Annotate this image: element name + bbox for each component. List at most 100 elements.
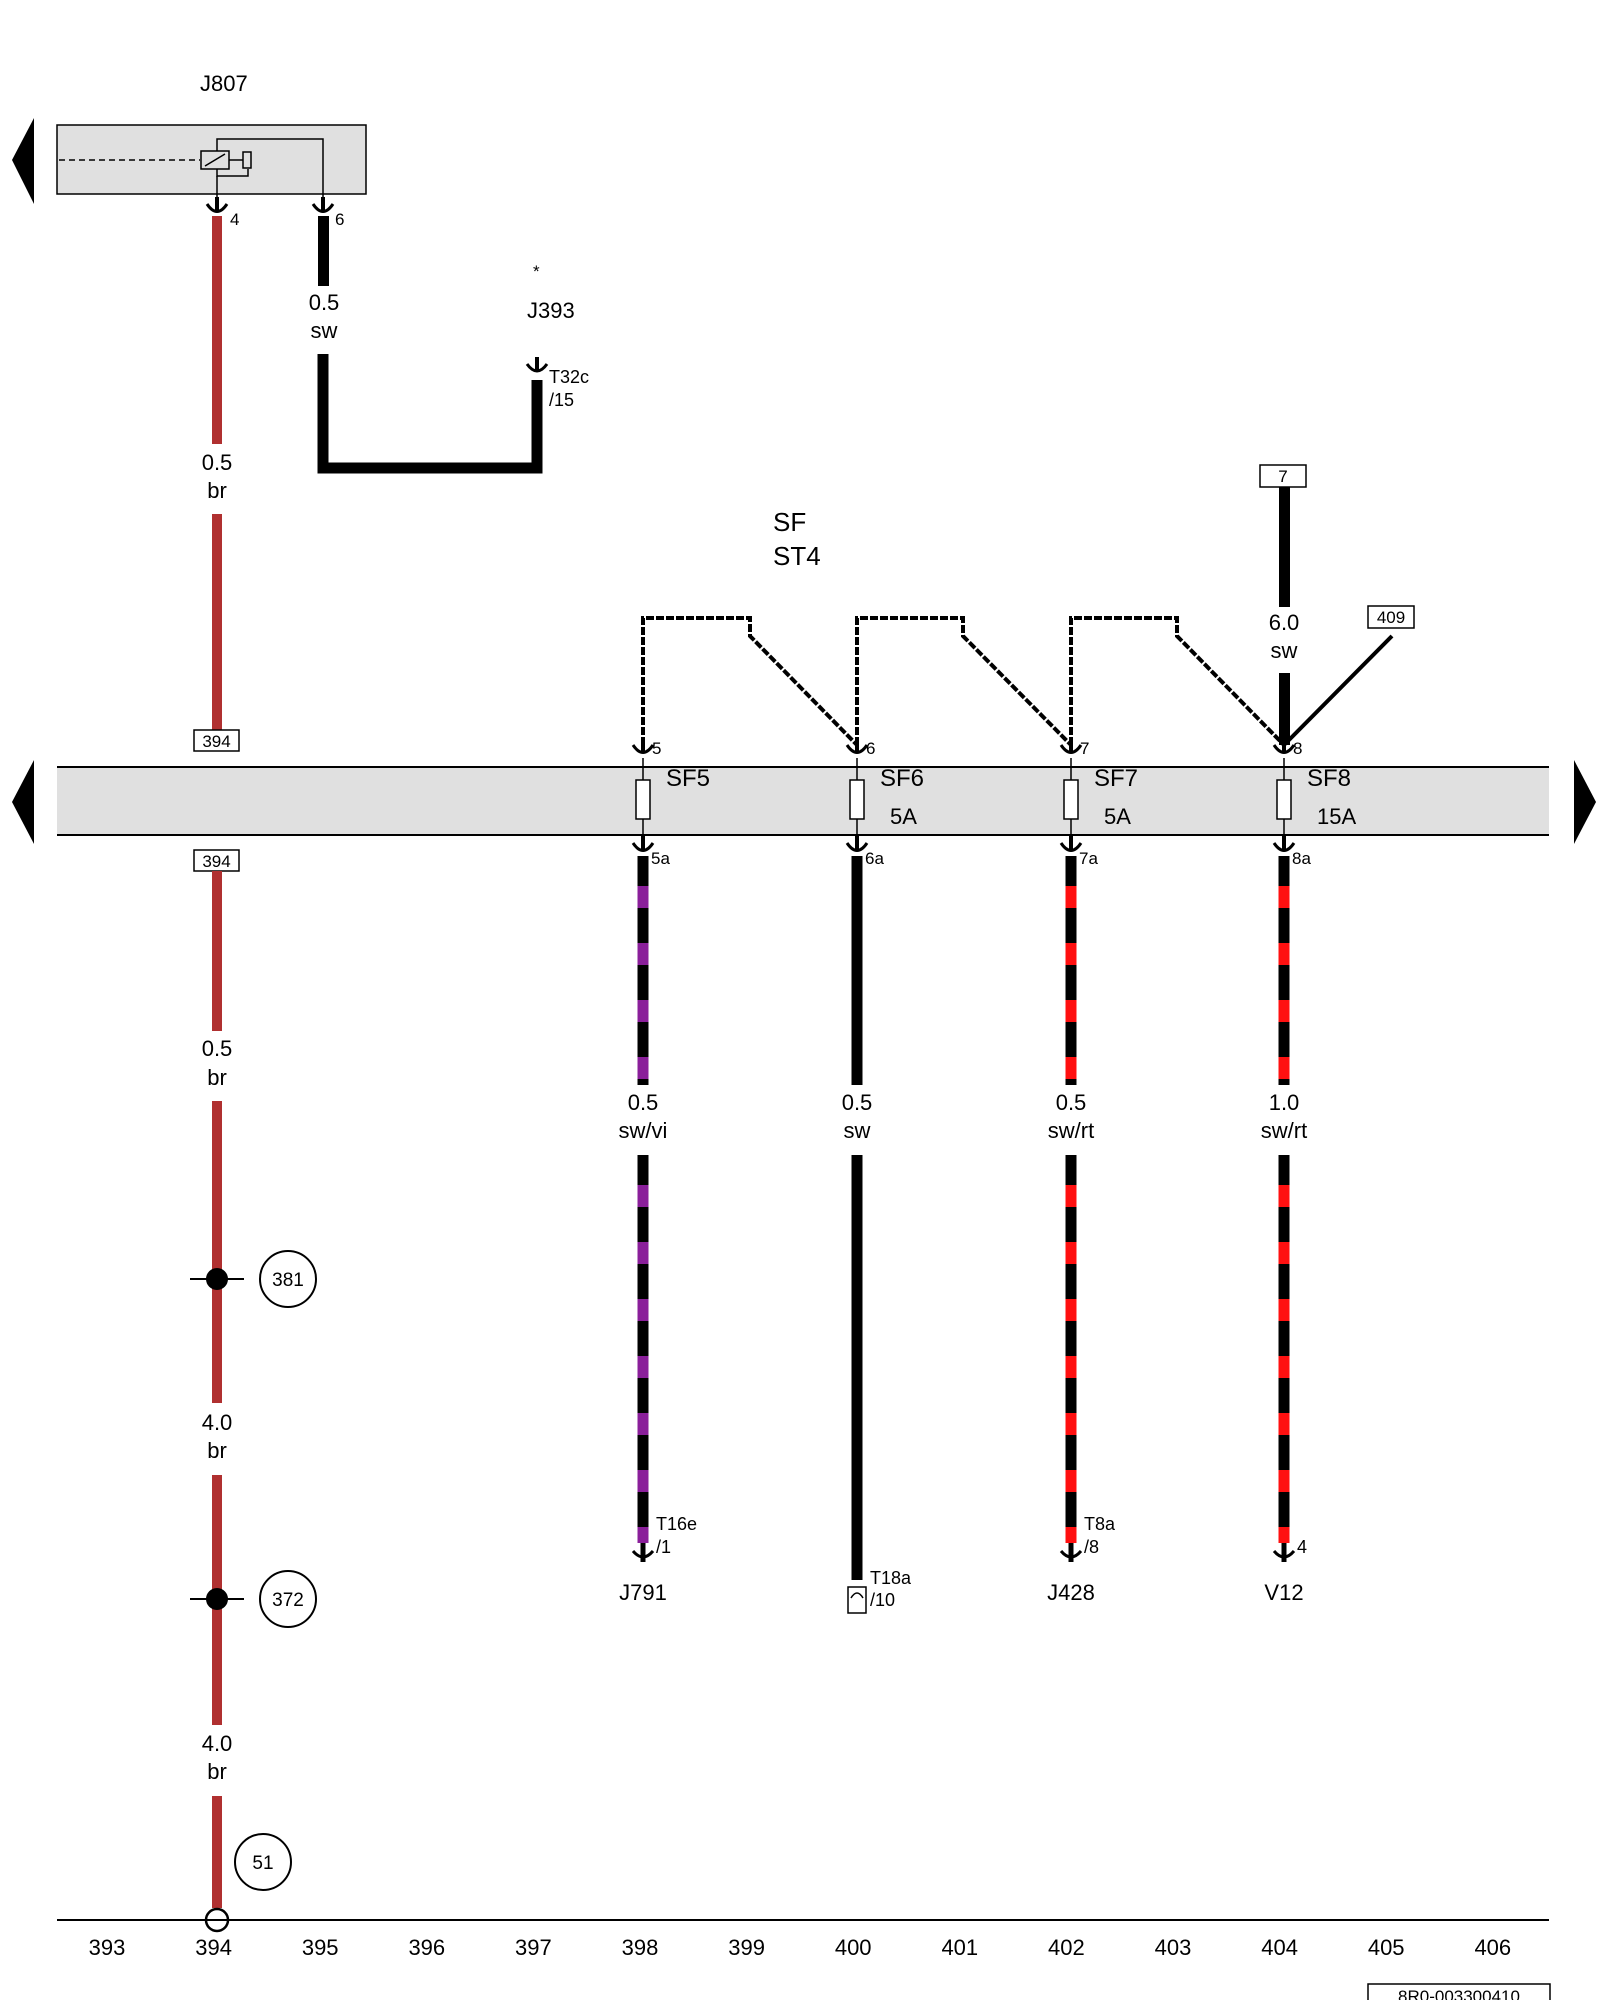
component-label: J791 bbox=[619, 1580, 667, 1605]
wire-color-label: br bbox=[207, 1438, 227, 1463]
pin-connector-icon bbox=[1272, 738, 1296, 754]
fuse-out-pin: 8a bbox=[1292, 849, 1311, 868]
junction-dot-icon bbox=[206, 1588, 228, 1610]
fuse-in-pin: 7 bbox=[1080, 739, 1089, 758]
fuse-name: SF6 bbox=[880, 765, 924, 792]
fuse-rating: 15A bbox=[1317, 804, 1356, 829]
fuse-in-pin: 5 bbox=[652, 739, 661, 758]
wire-size-label: 0.5 bbox=[309, 290, 340, 315]
left-arrow-icon bbox=[12, 760, 34, 844]
pin-connector-icon bbox=[631, 1543, 655, 1562]
relay-icon bbox=[200, 138, 324, 200]
wire-color-label: br bbox=[207, 478, 227, 503]
j807-pin-6: 6 bbox=[335, 210, 344, 229]
fuse-in-pin: 8 bbox=[1293, 739, 1302, 758]
fuse-out-pin: 6a bbox=[865, 849, 884, 868]
pin-connector-icon bbox=[525, 357, 549, 373]
pin-connector-icon bbox=[205, 197, 229, 213]
wire-brown-top-lower bbox=[212, 514, 222, 730]
junction-372-circle bbox=[259, 1570, 317, 1628]
wire-brown-bottom-segment bbox=[212, 1796, 222, 1908]
scale-label: 401 bbox=[941, 1935, 978, 1960]
reference-394-top: 394 bbox=[202, 732, 230, 751]
connector-label: T18a bbox=[870, 1568, 912, 1588]
wire-feed-lower bbox=[1279, 673, 1290, 745]
connector-pin-label: /1 bbox=[656, 1537, 671, 1557]
junction-dot-icon bbox=[206, 1268, 228, 1290]
scale-label: 399 bbox=[728, 1935, 765, 1960]
wire-size-label: 4.0 bbox=[202, 1731, 233, 1756]
wire-feed-upper bbox=[1279, 487, 1290, 607]
scale-label: 393 bbox=[89, 1935, 126, 1960]
reference-7: 7 bbox=[1278, 467, 1287, 486]
left-arrow-icon bbox=[12, 118, 34, 204]
wire-color-label: sw/vi bbox=[619, 1118, 668, 1143]
wire-upper-segment bbox=[1065, 856, 1077, 1085]
wire-size-label: 0.5 bbox=[842, 1090, 873, 1115]
reference-394-bottom: 394 bbox=[202, 852, 230, 871]
wire-lower-segment bbox=[1278, 1155, 1290, 1543]
pin-connector-icon bbox=[1059, 738, 1083, 754]
wire-color-label: sw bbox=[844, 1118, 871, 1143]
connector-pin-label: /8 bbox=[1084, 1537, 1099, 1557]
wire-lower-segment bbox=[637, 1155, 649, 1543]
wire-upper-segment bbox=[1278, 856, 1290, 1085]
ground-51: 51 bbox=[252, 1853, 273, 1874]
wire-brown-top-upper bbox=[212, 216, 222, 444]
wire-upper-segment bbox=[851, 856, 863, 1085]
pin-connector-icon bbox=[631, 836, 655, 852]
wire-color-label: sw/rt bbox=[1261, 1118, 1307, 1143]
right-arrow-icon bbox=[1574, 760, 1596, 844]
wire-lower-segment bbox=[851, 1155, 863, 1580]
scale-label: 396 bbox=[408, 1935, 445, 1960]
component-label: J428 bbox=[1047, 1580, 1095, 1605]
fuse-in-pin: 6 bbox=[866, 739, 875, 758]
fuse-columns: 5SF55a0.5sw/viT16e/1J7916SF65A6a0.5swT18… bbox=[619, 738, 1356, 1614]
scale-label: 394 bbox=[195, 1935, 232, 1960]
ground-51-circle bbox=[234, 1833, 292, 1891]
fuse-icon bbox=[1276, 779, 1292, 820]
wire-size-label: 1.0 bbox=[1269, 1090, 1300, 1115]
fuse-rating: 5A bbox=[1104, 804, 1131, 829]
wire-size-label: 4.0 bbox=[202, 1410, 233, 1435]
connector-label: T8a bbox=[1084, 1514, 1116, 1534]
scale-label: 395 bbox=[302, 1935, 339, 1960]
j393-label: J393 bbox=[527, 298, 575, 323]
wire-size-label: 0.5 bbox=[202, 1036, 233, 1061]
wire-brown-mid-upper bbox=[212, 871, 222, 1031]
fuse-rating: 5A bbox=[890, 804, 917, 829]
fuse-name: SF7 bbox=[1094, 765, 1138, 792]
pin-connector-icon bbox=[1272, 1543, 1296, 1562]
junction-372: 372 bbox=[272, 1590, 304, 1611]
scale-label: 404 bbox=[1261, 1935, 1298, 1960]
wire-lower-segment bbox=[1065, 1155, 1077, 1543]
scale-label: 403 bbox=[1155, 1935, 1192, 1960]
fuse-bridges bbox=[641, 616, 1394, 747]
pin-connector-icon bbox=[1272, 836, 1296, 852]
fuse-icon bbox=[849, 779, 865, 820]
wire-color-label: br bbox=[207, 1065, 227, 1090]
component-label: V12 bbox=[1264, 1580, 1303, 1605]
reference-409: 409 bbox=[1377, 608, 1405, 627]
pin-connector-icon bbox=[845, 836, 869, 852]
fuse-out-pin: 7a bbox=[1079, 849, 1098, 868]
wire-upper-segment bbox=[637, 856, 649, 1085]
scale-label: 406 bbox=[1474, 1935, 1511, 1960]
wire-size-label: 0.5 bbox=[1056, 1090, 1087, 1115]
scale-label: 400 bbox=[835, 1935, 872, 1960]
j393-connector: T32c bbox=[549, 367, 589, 387]
wire-color-label: sw bbox=[1271, 638, 1298, 663]
j393-pin: /15 bbox=[549, 390, 574, 410]
fuse-name: SF8 bbox=[1307, 765, 1351, 792]
wire-size-label: 6.0 bbox=[1269, 610, 1300, 635]
pin-connector-icon bbox=[311, 197, 335, 213]
reference-box-409 bbox=[1367, 605, 1415, 629]
scale-label: 405 bbox=[1368, 1935, 1405, 1960]
fuse-holder-label-1: SF bbox=[773, 507, 806, 537]
j807-housing bbox=[56, 124, 367, 195]
wire-color-label: br bbox=[207, 1759, 227, 1784]
